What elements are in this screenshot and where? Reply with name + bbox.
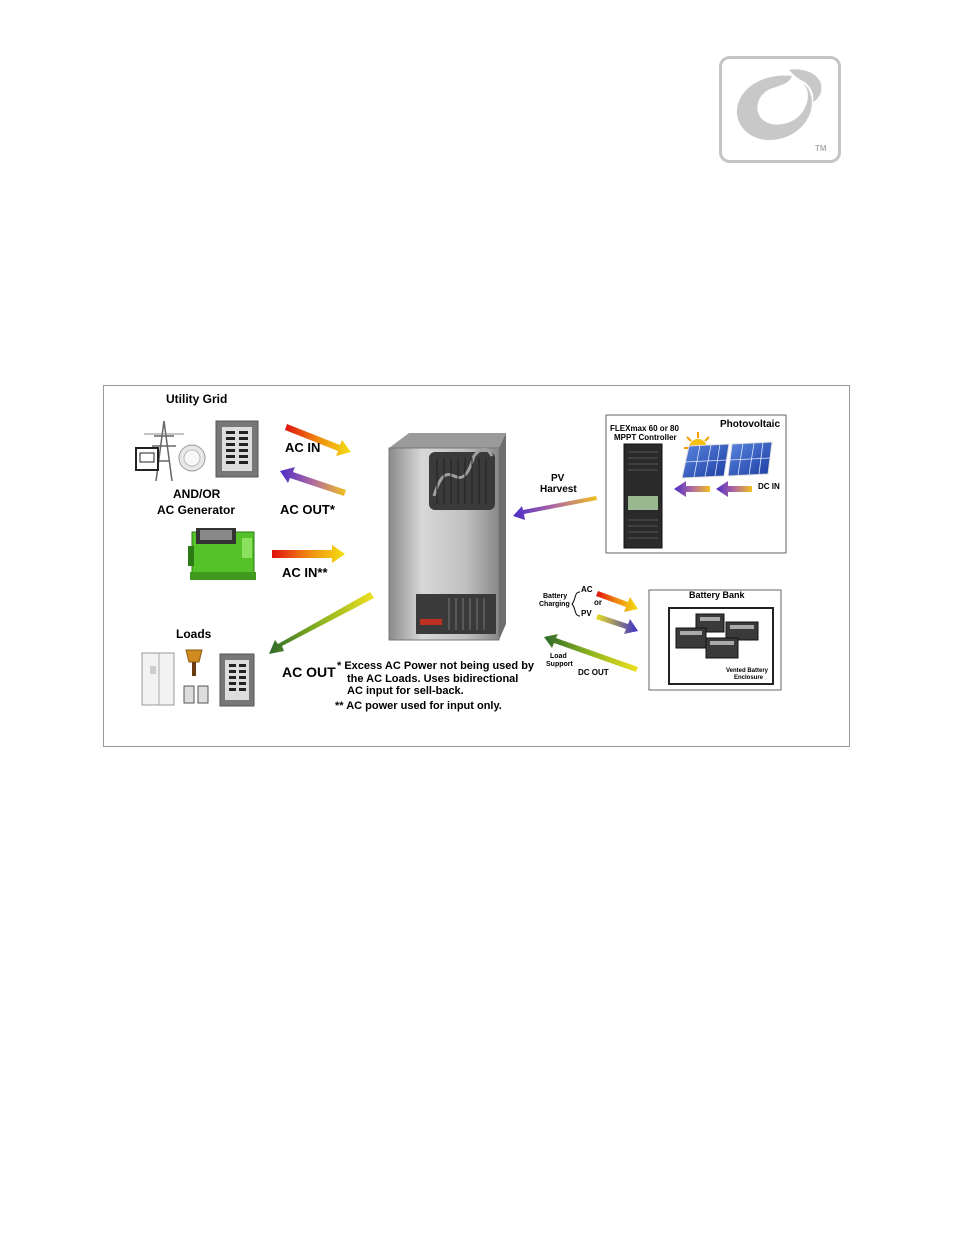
loads-label: Loads (176, 628, 211, 641)
ac-out-loads-arrow (269, 592, 374, 654)
trademark-symbol: TM (815, 144, 827, 153)
generator-icon (188, 528, 256, 580)
or-label: or (594, 599, 602, 608)
company-logo: TM (719, 56, 841, 163)
battery-charging-ac-arrow (596, 591, 638, 612)
utility-grid-icon (136, 421, 258, 481)
vented-enclosure-label-1: Vented Battery (726, 668, 768, 675)
utility-grid-label: Utility Grid (166, 393, 227, 406)
ac-in-2star-label: AC IN** (282, 566, 328, 580)
pv-harvest-label-2: Harvest (540, 484, 577, 495)
ac-out-star-label: AC OUT* (280, 503, 335, 517)
ac-out-star-arrow (280, 467, 346, 496)
footnote-1-line-1: * Excess AC Power not being used by (337, 660, 534, 673)
system-diagram: Utility Grid AND/OR AC Generator Loads A… (103, 385, 850, 747)
charging-brace (572, 592, 580, 616)
battery-bank-label: Battery Bank (689, 591, 745, 601)
load-support-label-2: Support (546, 661, 573, 669)
footnote-2: ** AC power used for input only. (335, 700, 502, 713)
battery-charging-pv-arrow (596, 614, 638, 634)
pv-harvest-label-1: PV (551, 473, 564, 484)
ac-generator-label: AC Generator (157, 504, 235, 517)
vented-enclosure-label-2: Enclosure (734, 675, 763, 682)
dc-out-label: DC OUT (578, 669, 609, 678)
and-or-label: AND/OR (173, 488, 220, 501)
pv-charging-label: PV (581, 610, 592, 619)
ac-in-label: AC IN (285, 441, 320, 455)
flexmax-controller-icon (624, 444, 662, 548)
footnote-1-line-3: AC input for sell-back. (347, 685, 464, 698)
flexmax-label-2: MPPT Controller (614, 434, 677, 443)
ac-out-label: AC OUT (282, 665, 336, 680)
dc-in-label: DC IN (758, 483, 780, 492)
ac-in-generator-arrow (272, 545, 345, 563)
battery-charging-label-2: Charging (539, 601, 570, 609)
photovoltaic-label: Photovoltaic (720, 419, 780, 430)
battery-charging-label-1: Battery (543, 593, 567, 601)
ac-charging-label: AC (581, 586, 593, 595)
pv-harvest-arrow (513, 496, 597, 520)
load-support-label-1: Load (550, 653, 567, 661)
inverter-icon (389, 433, 506, 640)
loads-icon (142, 650, 254, 706)
